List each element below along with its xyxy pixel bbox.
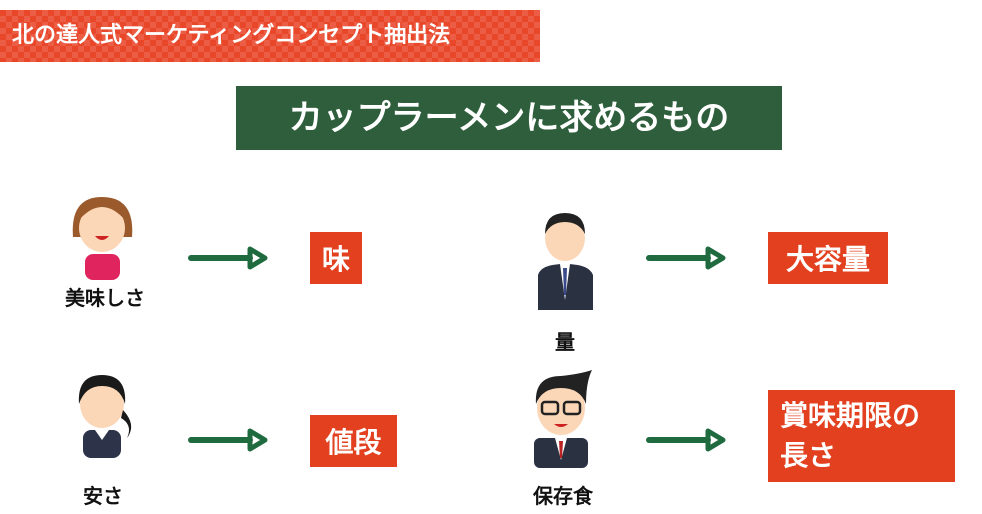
banner: 北の達人式マーケティングコンセプト抽出法 <box>0 10 540 62</box>
label-hozonshoku: 保存食 <box>533 484 593 508</box>
result-box-aji: 味 <box>310 232 362 284</box>
businessman-glasses-illustration <box>534 370 592 468</box>
result-box-shomikigen: 賞味期限の 長さ <box>768 390 955 482</box>
label-yasusa: 安さ <box>83 484 123 508</box>
arrow-icon <box>188 428 268 452</box>
arrow-icon <box>646 428 726 452</box>
woman-office-illustration <box>78 375 132 458</box>
page-title: カップラーメンに求めるもの <box>236 86 782 150</box>
result-line-2: 長さ <box>780 439 837 472</box>
woman-smiling-illustration <box>72 197 133 280</box>
result-line-1: 賞味期限の <box>780 399 921 432</box>
arrow-icon <box>646 246 726 270</box>
label-oishisa: 美味しさ <box>65 286 145 310</box>
result-box-daiyoryo: 大容量 <box>768 232 888 284</box>
businessman-illustration <box>538 213 593 310</box>
arrow-icon <box>188 246 268 270</box>
result-box-nedan: 値段 <box>310 415 397 467</box>
label-ryo: 量 <box>555 330 575 354</box>
